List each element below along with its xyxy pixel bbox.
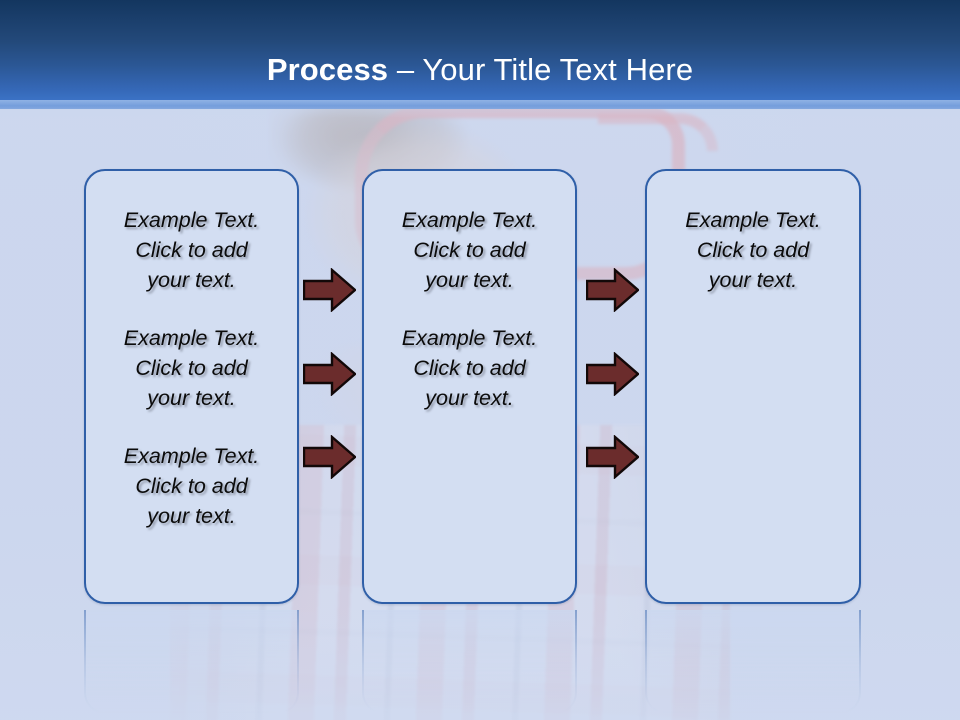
placeholder-text[interactable]: Example Text. Click to add your text. <box>123 208 260 292</box>
arrow-1-2[interactable] <box>303 352 356 396</box>
process-box-2[interactable]: Example Text. Click to add your text. Exa… <box>362 169 577 604</box>
arrow-1-1[interactable] <box>303 268 356 312</box>
title-banner <box>0 0 960 109</box>
placeholder-text[interactable]: Example Text. Click to add your text. <box>685 208 821 292</box>
arrow-2-2[interactable] <box>586 352 639 396</box>
process-box-2-body: Example Text. Click to add your text. Exa… <box>364 171 575 441</box>
arrow-2-1[interactable] <box>586 268 639 312</box>
process-box-1-body: Example Text. Click to add your text. Exa… <box>86 171 297 559</box>
placeholder-text[interactable]: Example Text. Click to add your text. <box>123 444 260 528</box>
process-box-3[interactable]: Example Text. Click to add your text. <box>645 169 861 604</box>
placeholder-text[interactable]: Example Text. Click to add your text. <box>123 326 260 410</box>
process-box-3-body: Example Text. Click to add your text. <box>647 171 859 323</box>
page-title-bold: Process <box>266 52 389 87</box>
process-box-1[interactable]: Example Text. Click to add your text. Exa… <box>84 169 299 604</box>
page-title-rest: – Your Title Text Here <box>388 52 694 87</box>
arrow-1-3[interactable] <box>303 435 356 479</box>
page-title: Process – Your Title Text Here <box>0 52 960 88</box>
placeholder-text[interactable]: Example Text. Click to add your text. <box>401 208 538 292</box>
placeholder-text[interactable]: Example Text. Click to add your text. <box>401 326 538 410</box>
title-banner-glow <box>0 100 960 118</box>
arrow-2-3[interactable] <box>586 435 639 479</box>
